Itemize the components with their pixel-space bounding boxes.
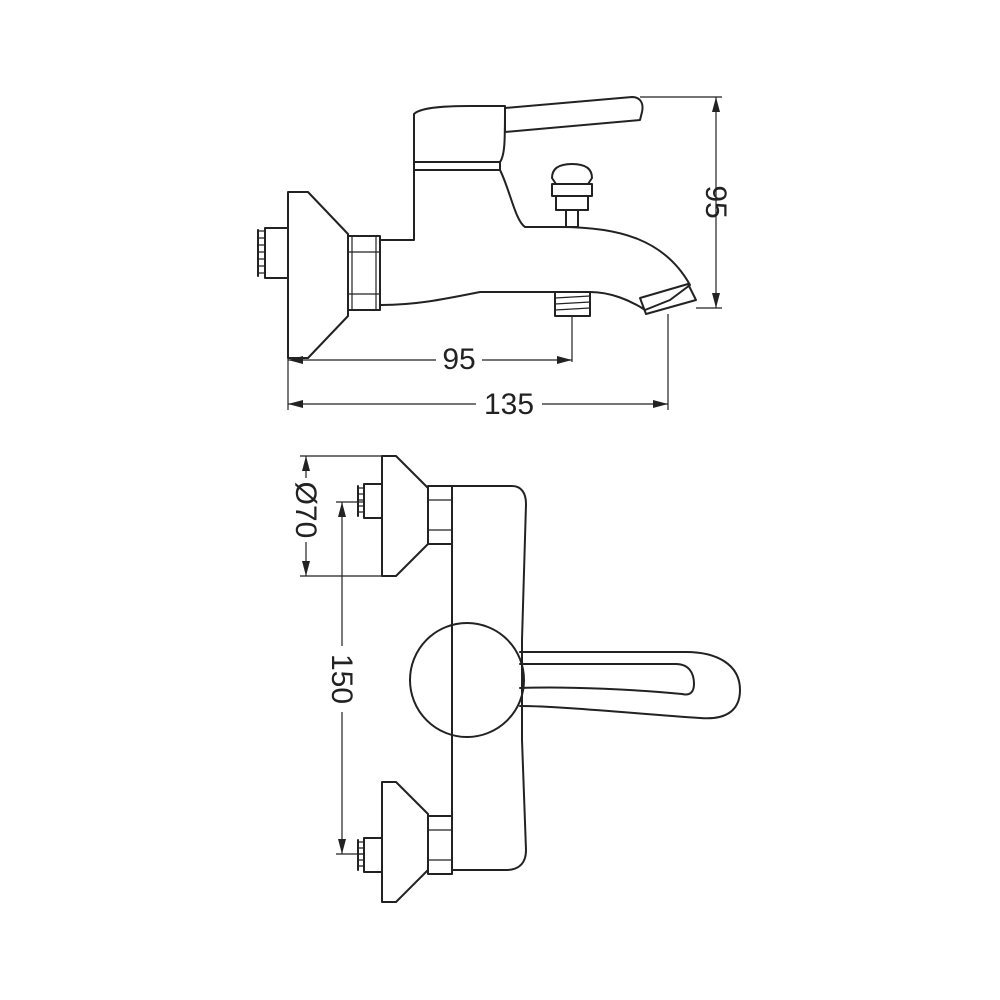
dim-inlet-spacing: 150: [325, 501, 364, 855]
side-inlet-thread: [257, 227, 289, 279]
dim-outlet-to-inlet: 95: [287, 316, 573, 410]
side-wall-flange: [287, 191, 349, 359]
side-body-spout: [379, 169, 691, 311]
top-lower-inlet-thread: [357, 837, 383, 873]
side-diverter-knob: [551, 163, 593, 228]
side-hex-nut: [347, 235, 381, 311]
dim-height-label: 95: [699, 185, 732, 218]
dim-flange-diameter: Ø70: [289, 455, 382, 577]
top-lever-arm: [519, 651, 741, 720]
top-lower-hex-nut: [427, 815, 453, 875]
top-upper-hex-nut: [427, 485, 453, 545]
top-view: Ø70 150: [289, 455, 741, 903]
side-lever-handle: [413, 96, 644, 171]
dim-flange-diameter-label: Ø70: [289, 482, 322, 539]
dim-total-length-label: 135: [484, 388, 534, 421]
top-upper-flange: [381, 455, 429, 577]
top-mixer-body: [451, 485, 527, 871]
side-view: 95 95 135: [257, 96, 732, 421]
top-lever-cap: [409, 622, 525, 738]
top-lower-flange: [381, 781, 429, 903]
top-upper-inlet-thread: [357, 483, 383, 519]
side-spout-aerator: [639, 283, 697, 315]
dim-total-length: 135: [288, 314, 669, 421]
side-shower-outlet-thread: [554, 291, 591, 317]
dim-inlet-spacing-label: 150: [325, 654, 358, 704]
dim-height: 95: [640, 96, 732, 309]
dim-outlet-to-inlet-label: 95: [442, 343, 475, 376]
